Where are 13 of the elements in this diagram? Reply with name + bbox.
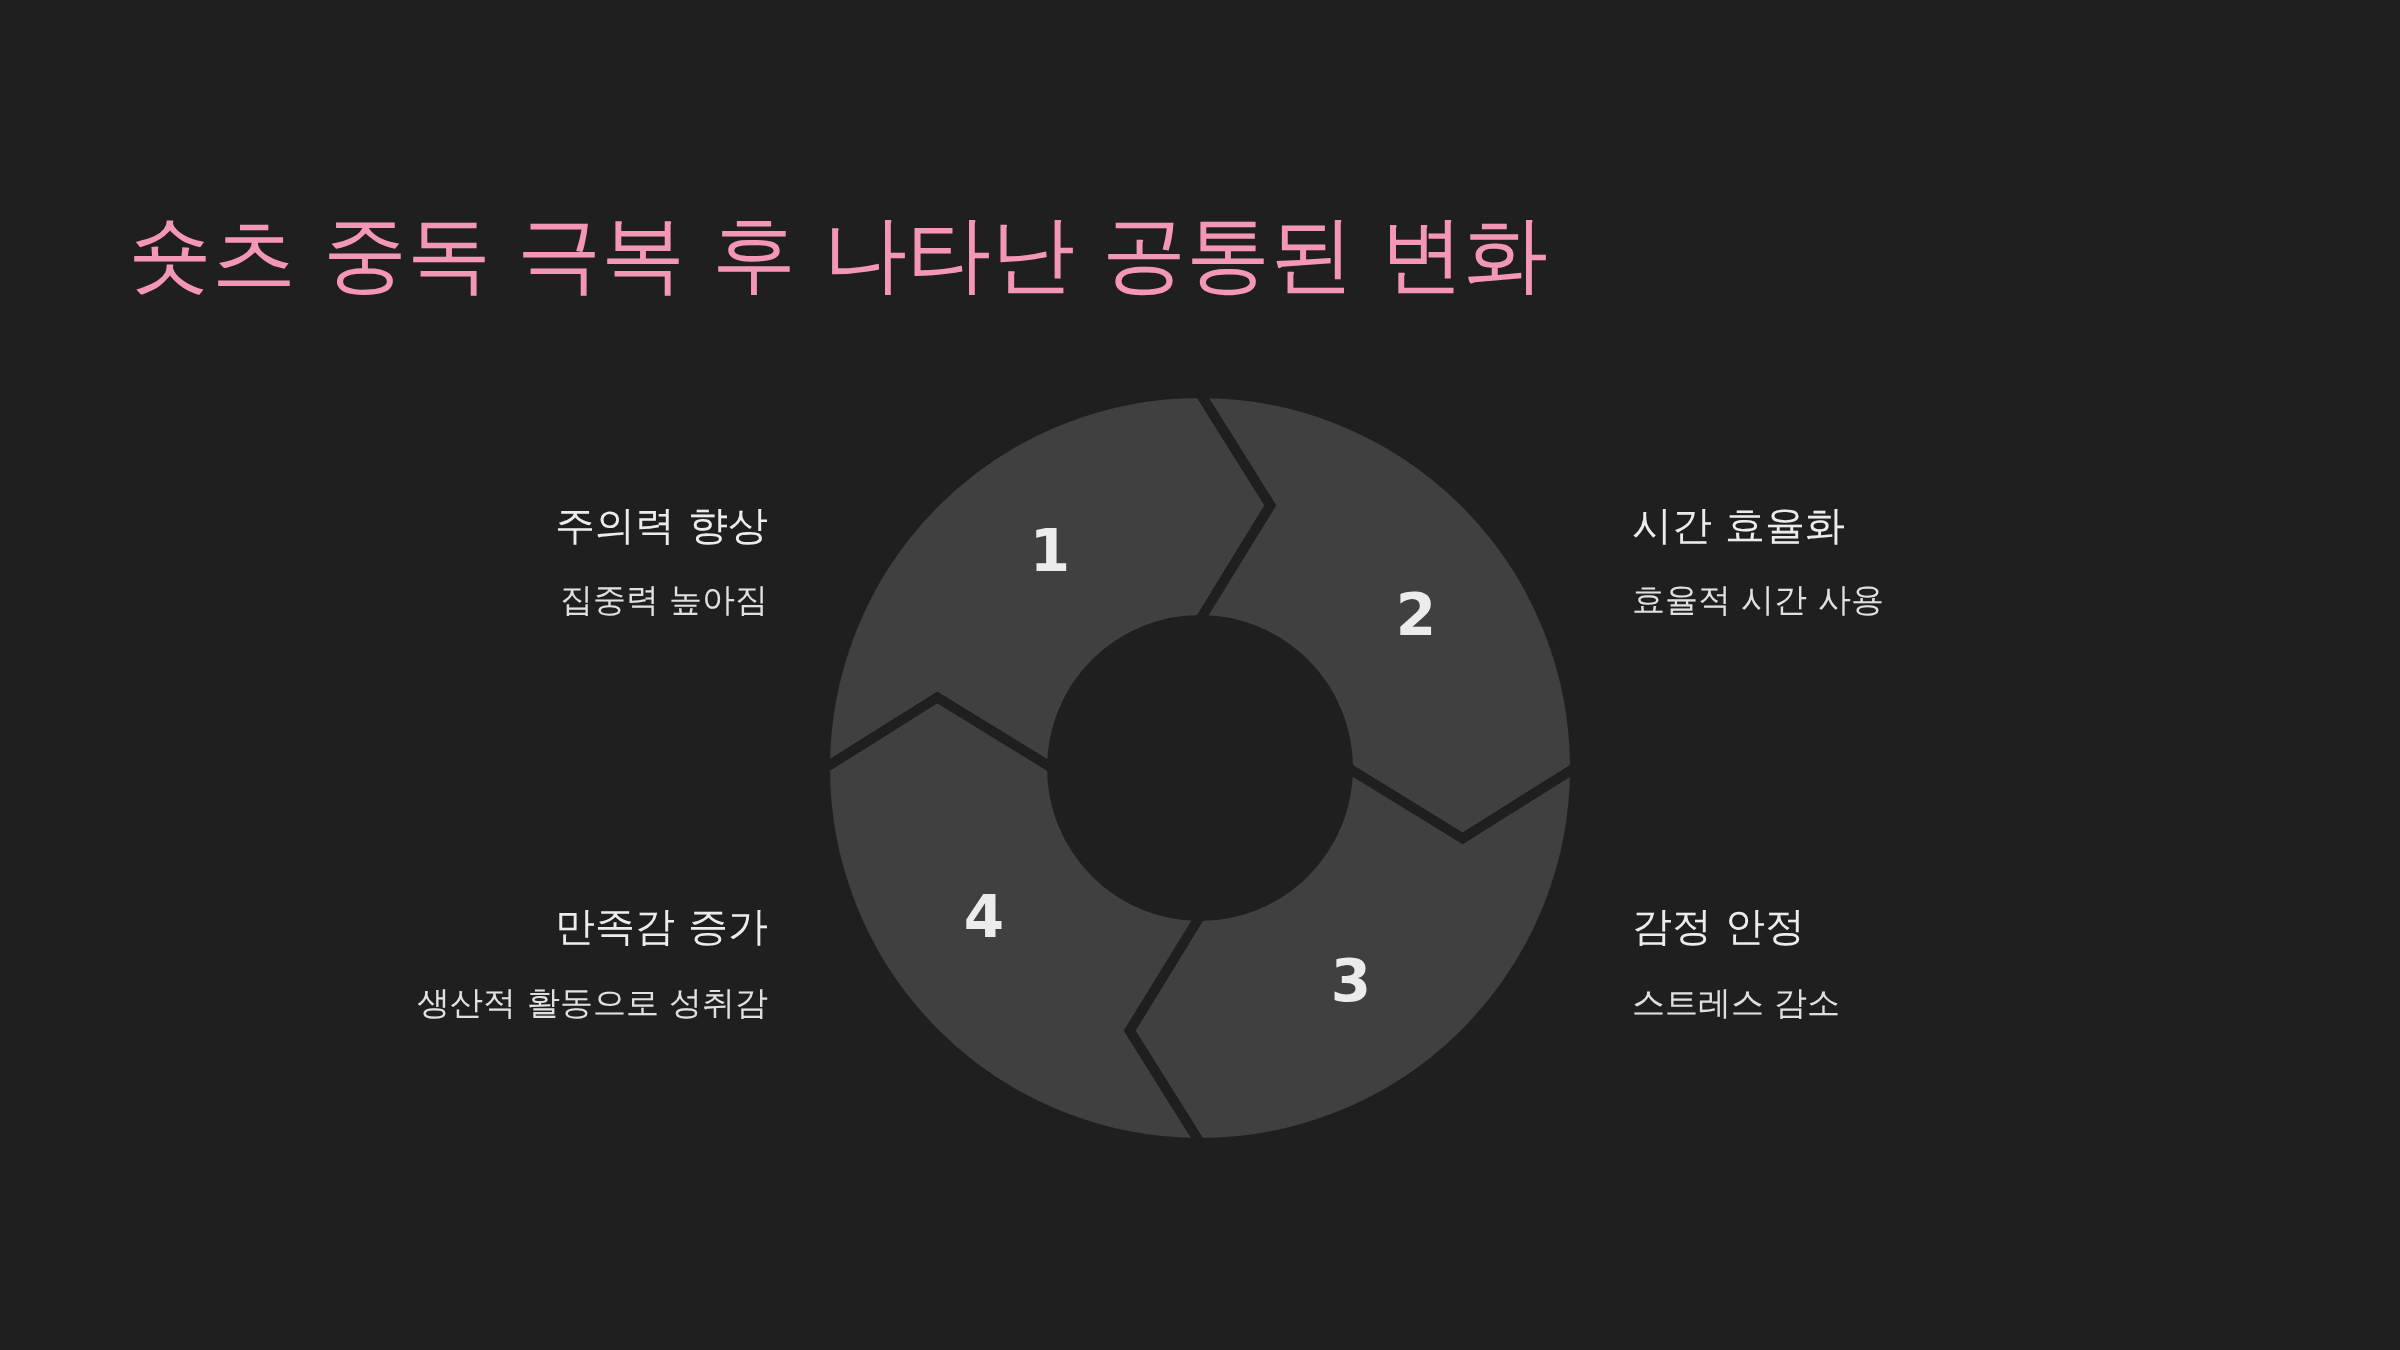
step-number: 4 <box>963 888 1005 946</box>
step-heading: 감정 안정 <box>1632 902 1805 950</box>
step-description: 생산적 활동으로 성취감 <box>417 983 768 1023</box>
step-description: 집중력 높아짐 <box>559 580 768 620</box>
step-heading: 주의력 향상 <box>555 501 768 549</box>
step-heading: 만족감 증가 <box>555 902 768 950</box>
step-number: 3 <box>1330 952 1372 1010</box>
step-number: 1 <box>1029 522 1071 580</box>
step-description: 효율적 시간 사용 <box>1632 580 1884 620</box>
title: 숏츠 중독 극복 후 나타난 공통된 변화 <box>128 208 1549 301</box>
step-number: 2 <box>1395 586 1437 644</box>
step-heading: 시간 효율화 <box>1632 501 1845 549</box>
step-description: 스트레스 감소 <box>1632 983 1841 1023</box>
